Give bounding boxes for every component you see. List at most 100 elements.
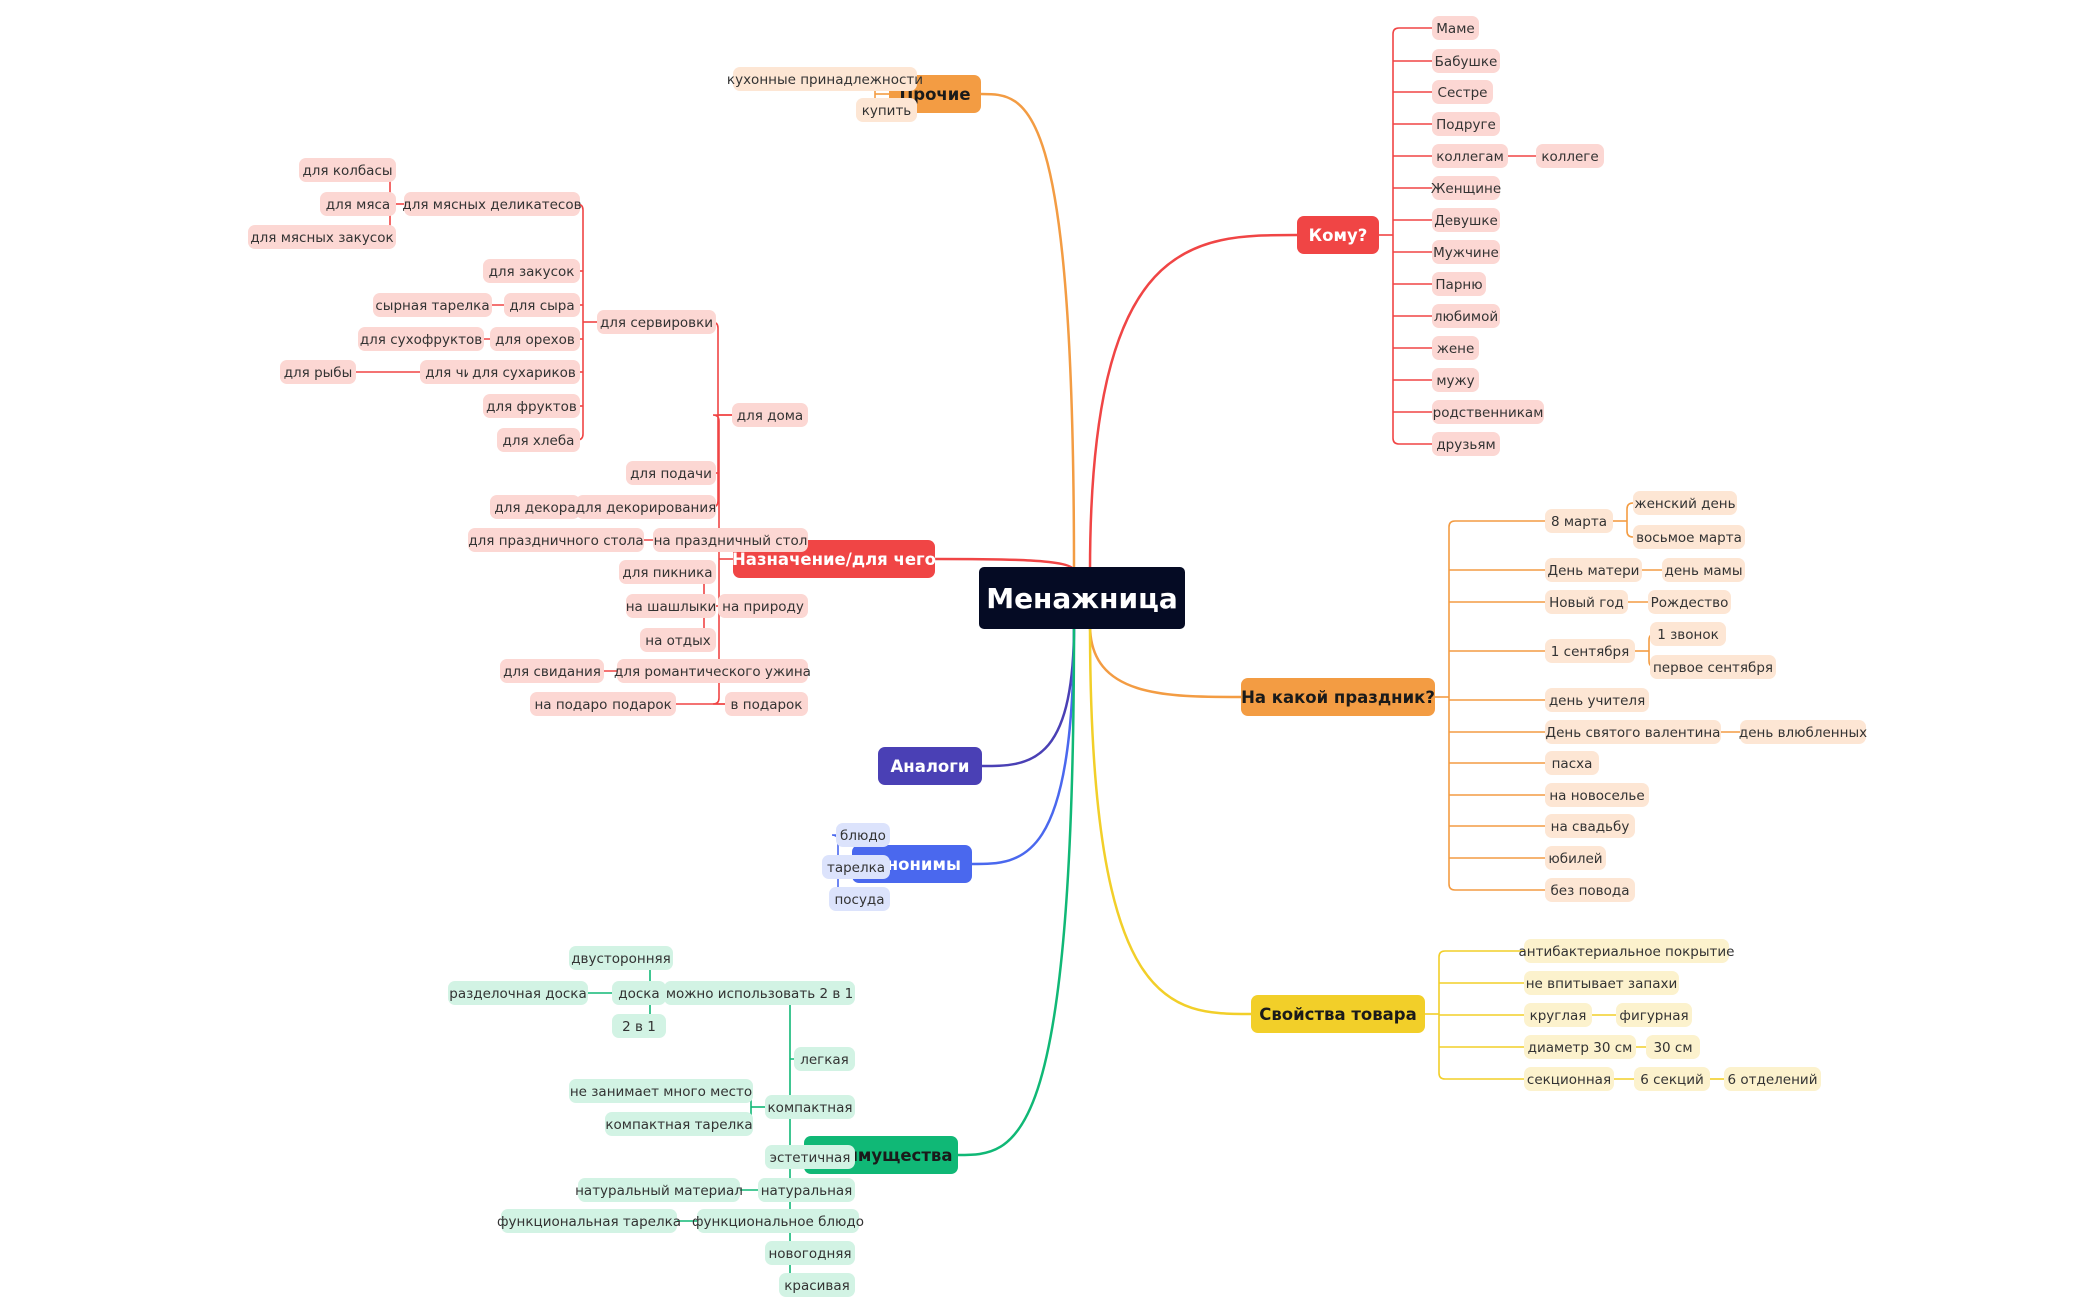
topic-не-занимает-много-место[interactable]: не занимает много место bbox=[569, 1079, 753, 1103]
topic-коллеге[interactable]: коллеге bbox=[1536, 144, 1604, 168]
topic-новый-год[interactable]: Новый год bbox=[1545, 590, 1628, 614]
topic-на-новоселье[interactable]: на новоселье bbox=[1545, 783, 1649, 807]
topic-для-мясных-деликатесов[interactable]: для мясных деликатесов bbox=[402, 192, 582, 216]
topic-label: жене bbox=[1437, 341, 1475, 357]
topic-подруге[interactable]: Подруге bbox=[1432, 112, 1500, 136]
topic-рождество[interactable]: Рождество bbox=[1648, 590, 1731, 614]
topic-в-подарок[interactable]: в подарок bbox=[725, 692, 808, 716]
topic-мужчине[interactable]: Мужчине bbox=[1432, 240, 1500, 264]
topic-кухонные-принадлежности[interactable]: кухонные принадлежности bbox=[727, 67, 923, 91]
topic-круглая[interactable]: круглая bbox=[1524, 1003, 1592, 1027]
topic-label: компактная тарелка bbox=[605, 1117, 752, 1133]
topic-двусторонняя[interactable]: двусторонняя bbox=[569, 946, 673, 970]
topic-коллегам[interactable]: коллегам bbox=[1432, 144, 1508, 168]
topic-натуральный-материал[interactable]: натуральный материал bbox=[575, 1178, 743, 1202]
topic-день-матери[interactable]: День матери bbox=[1545, 558, 1642, 582]
branch-svoistva[interactable]: Свойства товара bbox=[1251, 995, 1425, 1033]
branch-analogi[interactable]: Аналоги bbox=[878, 747, 982, 785]
topic-любимой[interactable]: любимой bbox=[1432, 304, 1500, 328]
topic-компактная-тарелка[interactable]: компактная тарелка bbox=[605, 1112, 753, 1136]
topic-тарелка[interactable]: тарелка bbox=[822, 855, 890, 879]
topic-легкая[interactable]: легкая bbox=[794, 1047, 855, 1071]
topic-родственникам[interactable]: родственникам bbox=[1432, 400, 1544, 424]
topic-для-фруктов[interactable]: для фруктов bbox=[483, 394, 580, 418]
topic-доска[interactable]: доска bbox=[612, 981, 666, 1005]
topic-натуральная[interactable]: натуральная bbox=[758, 1178, 855, 1202]
topic-маме[interactable]: Маме bbox=[1432, 16, 1479, 40]
topic-посуда[interactable]: посуда bbox=[829, 887, 890, 911]
topic-для-колбасы[interactable]: для колбасы bbox=[299, 158, 396, 182]
topic-на-праздничный-стол[interactable]: на праздничный стол bbox=[653, 528, 808, 552]
branch-komu[interactable]: Кому? bbox=[1297, 216, 1379, 254]
topic-разделочная-доска[interactable]: разделочная доска bbox=[448, 981, 588, 1005]
topic-для-сухофруктов[interactable]: для сухофруктов bbox=[358, 327, 484, 351]
topic-фигурная[interactable]: фигурная bbox=[1616, 1003, 1692, 1027]
topic-жене[interactable]: жене bbox=[1432, 336, 1479, 360]
topic-8-марта[interactable]: 8 марта bbox=[1545, 509, 1613, 533]
topic-бабушке[interactable]: Бабушке bbox=[1432, 49, 1500, 73]
topic-для-хлеба[interactable]: для хлеба bbox=[497, 428, 580, 452]
topic-6-отделений[interactable]: 6 отделений bbox=[1724, 1067, 1821, 1091]
topic-для-декорирования[interactable]: для декорирования bbox=[576, 495, 717, 519]
topic-юбилей[interactable]: юбилей bbox=[1545, 846, 1606, 870]
topic-на-природу[interactable]: на природу bbox=[718, 594, 808, 618]
branch-prazdnik[interactable]: На какой праздник? bbox=[1241, 678, 1435, 716]
topic-восьмое-марта[interactable]: восьмое марта bbox=[1633, 525, 1745, 549]
topic-1-звонок[interactable]: 1 звонок bbox=[1650, 622, 1726, 646]
topic-не-впитывает-запахи[interactable]: не впитывает запахи bbox=[1524, 971, 1679, 995]
topic-сестре[interactable]: Сестре bbox=[1432, 80, 1493, 104]
topic-можно-использовать-2-в-1[interactable]: можно использовать 2 в 1 bbox=[664, 981, 855, 1005]
topic-label: Бабушке bbox=[1435, 54, 1498, 70]
topic-для-сухариков[interactable]: для сухариков bbox=[468, 360, 580, 384]
topic-красивая[interactable]: красивая bbox=[779, 1273, 855, 1297]
topic-друзьям[interactable]: друзьям bbox=[1432, 432, 1500, 456]
central-topic[interactable]: Менажница bbox=[979, 567, 1185, 629]
topic-день-влюбленных[interactable]: день влюбленных bbox=[1739, 720, 1867, 744]
topic-функциональное-блюдо[interactable]: функциональное блюдо bbox=[692, 1209, 864, 1233]
topic-на-свадьбу[interactable]: на свадьбу bbox=[1545, 814, 1635, 838]
topic-на-шашлыки[interactable]: на шашлыки bbox=[626, 594, 717, 618]
topic-1-сентября[interactable]: 1 сентября bbox=[1545, 639, 1635, 663]
topic-для-подачи[interactable]: для подачи bbox=[626, 461, 716, 485]
topic-функциональная-тарелка[interactable]: функциональная тарелка bbox=[497, 1209, 681, 1233]
topic-для-сервировки[interactable]: для сервировки bbox=[597, 310, 716, 334]
topic-компактная[interactable]: компактная bbox=[765, 1095, 855, 1119]
topic-для-закусок[interactable]: для закусок bbox=[483, 259, 580, 283]
topic-блюдо[interactable]: блюдо bbox=[836, 823, 890, 847]
topic-секционная[interactable]: секционная bbox=[1524, 1067, 1614, 1091]
topic-день-мамы[interactable]: день мамы bbox=[1662, 558, 1745, 582]
topic-для-свидания[interactable]: для свидания bbox=[500, 659, 604, 683]
topic-антибактериальное-покрытие[interactable]: антибактериальное покрытие bbox=[1519, 939, 1735, 963]
topic-для-сыра[interactable]: для сыра bbox=[504, 293, 580, 317]
topic-для-дома[interactable]: для дома bbox=[732, 403, 808, 427]
topic-30-см[interactable]: 30 см bbox=[1646, 1035, 1700, 1059]
topic-для-мяса[interactable]: для мяса bbox=[320, 192, 396, 216]
topic-подарок[interactable]: подарок bbox=[608, 692, 676, 716]
topic-первое-сентября[interactable]: первое сентября bbox=[1650, 655, 1776, 679]
topic-диаметр-30-см[interactable]: диаметр 30 см bbox=[1524, 1035, 1636, 1059]
topic-парню[interactable]: Парню bbox=[1432, 272, 1486, 296]
topic-для-пикника[interactable]: для пикника bbox=[619, 560, 716, 584]
topic-на-отдых[interactable]: на отдых bbox=[640, 628, 716, 652]
topic-мужу[interactable]: мужу bbox=[1432, 368, 1479, 392]
topic-2-в-1[interactable]: 2 в 1 bbox=[612, 1014, 666, 1038]
topic-эстетичная[interactable]: эстетичная bbox=[765, 1145, 855, 1169]
topic-женский-день[interactable]: женский день bbox=[1633, 491, 1737, 515]
topic-без-повода[interactable]: без повода bbox=[1545, 878, 1635, 902]
topic-для-праздничного-стола[interactable]: для праздничного стола bbox=[468, 528, 644, 552]
topic-6-секций[interactable]: 6 секций bbox=[1634, 1067, 1710, 1091]
topic-пасха[interactable]: пасха bbox=[1545, 751, 1599, 775]
topic-для-романтического-ужина[interactable]: для романтического ужина bbox=[614, 659, 811, 683]
topic-день-учителя[interactable]: день учителя bbox=[1545, 688, 1649, 712]
topic-для-декора[interactable]: для декора bbox=[490, 495, 580, 519]
topic-женщине[interactable]: Женщине bbox=[1431, 176, 1501, 200]
topic-для-рыбы[interactable]: для рыбы bbox=[280, 360, 356, 384]
topic-для-орехов[interactable]: для орехов bbox=[490, 327, 580, 351]
topic-купить[interactable]: купить bbox=[856, 98, 917, 122]
topic-для-мясных-закусок[interactable]: для мясных закусок bbox=[248, 225, 396, 249]
topic-девушке[interactable]: Девушке bbox=[1432, 208, 1500, 232]
topic-новогодняя[interactable]: новогодняя bbox=[765, 1241, 855, 1265]
topic-на-подарок[interactable]: на подарок bbox=[530, 692, 620, 716]
topic-сырная-тарелка[interactable]: сырная тарелка bbox=[373, 293, 492, 317]
topic-день-святого-валентина[interactable]: День святого валентина bbox=[1545, 720, 1721, 744]
